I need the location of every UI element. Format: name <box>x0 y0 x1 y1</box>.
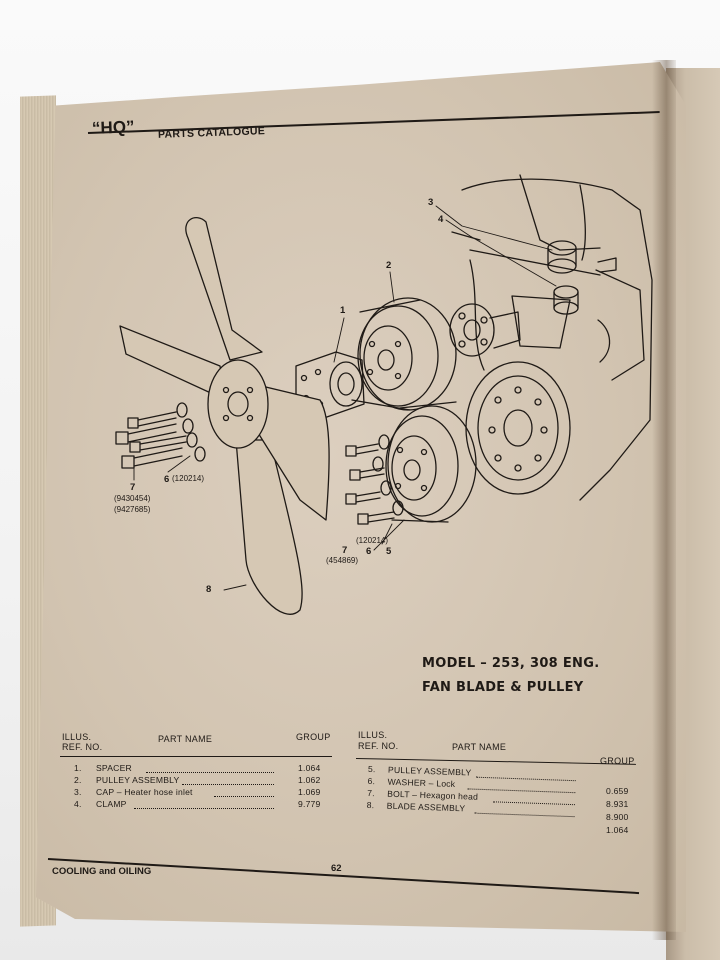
callout-3: 3 <box>428 197 433 208</box>
part-number-bolt-left-b: (9427685) <box>114 505 151 514</box>
right-name-header: PART NAME <box>452 742 507 752</box>
callout-7-left: 7 <box>130 482 135 493</box>
left-row-ref: 3. <box>74 787 82 797</box>
left-ref-header-line2: REF. NO. <box>62 742 103 752</box>
left-row-group: 1.064 <box>298 763 321 773</box>
part-number-washer-left: (120214) <box>172 474 204 483</box>
left-group-header: GROUP <box>296 732 331 742</box>
page-number: 62 <box>331 863 342 874</box>
left-row-ref: 2. <box>74 775 82 785</box>
left-name-header: PART NAME <box>158 734 213 744</box>
right-row-ref: 5. <box>367 763 376 775</box>
pulley-assembly-5 <box>385 401 477 523</box>
callout-leaders <box>133 205 557 591</box>
book-gutter <box>652 60 676 940</box>
right-row-ref: 7. <box>367 787 375 799</box>
right-row-ref: 6. <box>367 775 376 787</box>
catalogue-page <box>36 62 686 932</box>
left-row-leader <box>182 783 274 785</box>
left-row-name: CLAMP <box>96 799 127 809</box>
callout-6-left: 6 <box>164 474 169 485</box>
left-table-rule <box>60 756 332 758</box>
right-row-ref: 8. <box>366 799 375 811</box>
right-row-group: 0.659 <box>606 786 629 796</box>
left-ref-header-line1: ILLUS. <box>62 732 92 742</box>
left-row-leader <box>134 807 274 809</box>
callout-6-right: 6 <box>366 546 371 557</box>
pulley-assembly-2 <box>351 297 457 411</box>
callout-2: 2 <box>386 260 391 271</box>
engine-block-outline <box>451 174 653 501</box>
right-bolts-washers <box>345 434 404 525</box>
callout-5: 5 <box>386 546 392 557</box>
callout-4: 4 <box>438 214 444 225</box>
model-title: MODEL – 253, 308 ENG. <box>422 656 600 671</box>
fan-blade-assembly-8 <box>119 217 330 615</box>
footer-section: COOLING and OILING <box>52 866 152 877</box>
left-row-name: SPACER <box>96 763 132 773</box>
left-row-name: CAP – Heater hose inlet <box>96 787 193 797</box>
water-pump-hub <box>449 303 521 357</box>
crank-pulley <box>465 361 571 495</box>
left-row-group: 1.069 <box>298 787 321 797</box>
left-row-leader <box>214 795 274 797</box>
right-row-group: 1.064 <box>606 825 629 835</box>
left-row-name: PULLEY ASSEMBLY <box>96 775 180 785</box>
right-ref-header-line1: ILLUS. <box>358 730 388 740</box>
right-group-header: GROUP <box>600 756 635 766</box>
right-row-group: 8.931 <box>606 799 629 809</box>
left-row-leader <box>146 771 274 773</box>
left-row-ref: 1. <box>74 763 82 773</box>
callout-7-right: 7 <box>342 545 347 556</box>
part-number-washer-right: (120214) <box>356 536 388 545</box>
section-title: FAN BLADE & PULLEY <box>422 680 584 695</box>
right-ref-header-line2: REF. NO. <box>358 741 399 751</box>
left-row-ref: 4. <box>74 799 82 809</box>
left-row-group: 1.062 <box>298 775 321 785</box>
callout-1: 1 <box>340 305 346 316</box>
left-row-group: 9.779 <box>298 799 321 809</box>
right-row-group: 8.900 <box>606 812 629 822</box>
part-number-bolt-right: (454869) <box>326 556 358 565</box>
callout-8: 8 <box>206 584 211 595</box>
part-number-bolt-left-a: (9430454) <box>114 494 151 503</box>
left-bolts-washers <box>115 402 206 469</box>
